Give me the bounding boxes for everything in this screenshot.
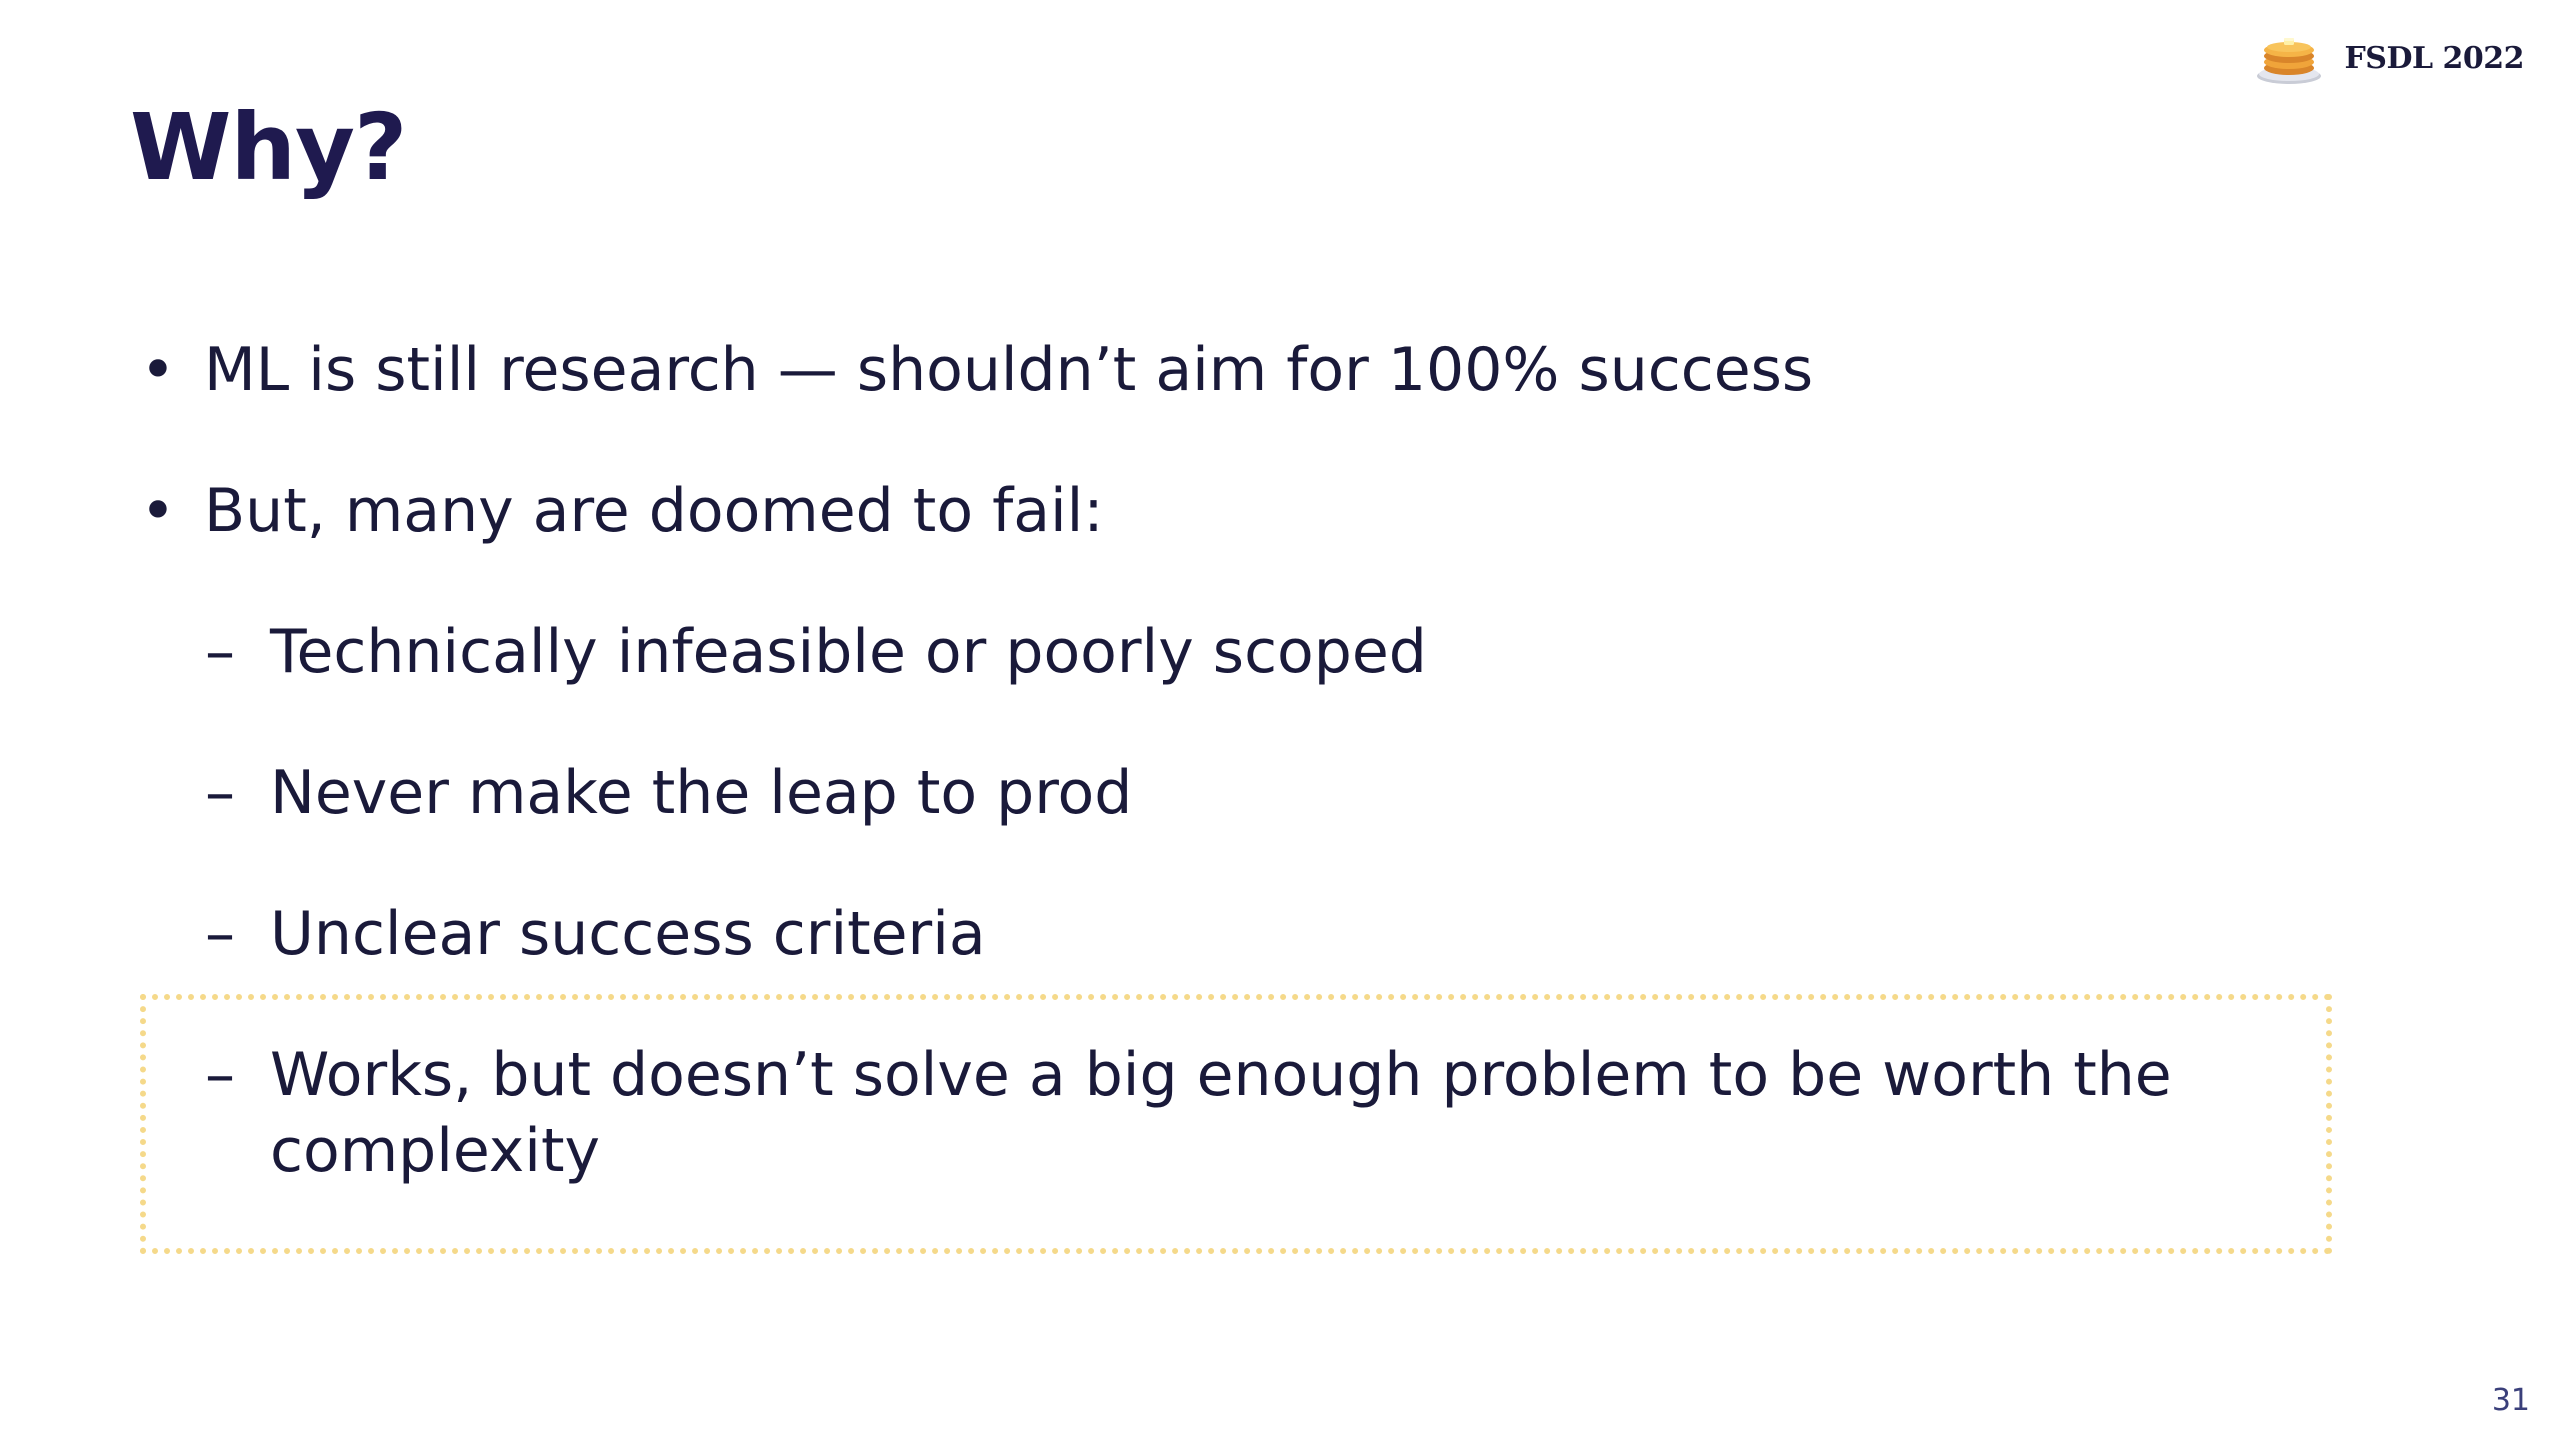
page-number: 31: [2491, 1383, 2530, 1418]
dash-marker: –: [205, 899, 235, 969]
bullet-marker: •: [140, 476, 176, 546]
sub-bullet-item: – Works, but doesn’t solve a big enough …: [205, 1037, 2290, 1189]
highlight-box: [140, 994, 2332, 1254]
brand-text: FSDL 2022: [2344, 40, 2524, 76]
bullet-item: • But, many are doomed to fail:: [140, 473, 1104, 549]
slide-title: Why?: [130, 94, 407, 201]
dash-marker: –: [205, 758, 235, 828]
bullet-text: But, many are doomed to fail:: [204, 476, 1104, 546]
sub-bullet-item: – Unclear success criteria: [205, 896, 986, 972]
sub-bullet-item: – Technically infeasible or poorly scope…: [205, 614, 1427, 690]
dash-marker: –: [205, 617, 235, 687]
sub-bullet-text: Unclear success criteria: [270, 899, 986, 969]
bullet-text: ML is still research — shouldn’t aim for…: [204, 335, 1814, 405]
sub-bullet-text: Works, but doesn’t solve a big enough pr…: [270, 1040, 2172, 1186]
bullet-item: • ML is still research — shouldn’t aim f…: [140, 332, 1814, 408]
pancake-icon: [2257, 38, 2322, 84]
sub-bullet-text: Never make the leap to prod: [270, 758, 1133, 828]
bullet-marker: •: [140, 335, 176, 405]
dash-marker: –: [205, 1040, 235, 1110]
sub-bullet-text: Technically infeasible or poorly scoped: [270, 617, 1427, 687]
brand-logo: FSDL 2022: [2254, 30, 2524, 86]
sub-bullet-item: – Never make the leap to prod: [205, 755, 1133, 831]
